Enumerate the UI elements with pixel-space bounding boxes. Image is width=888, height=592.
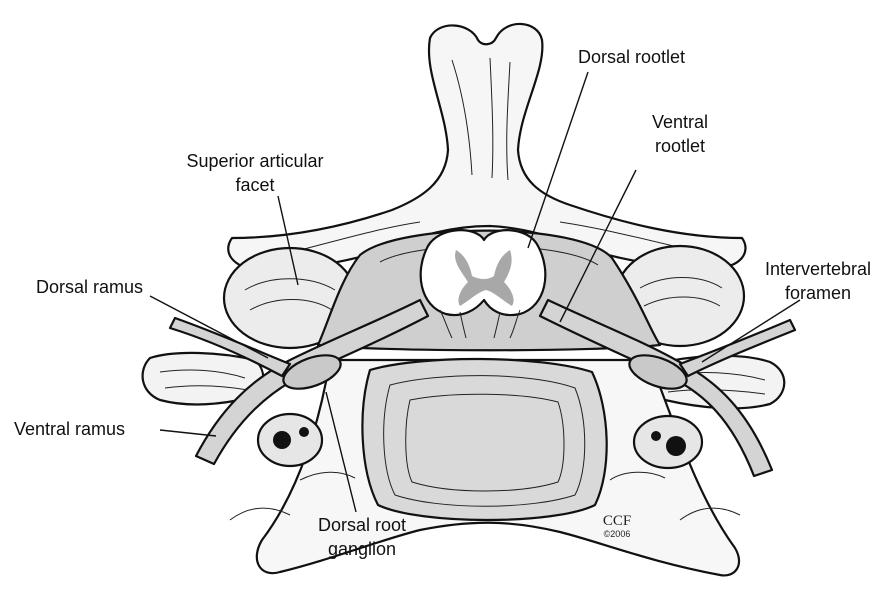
label-ventral-rootlet-line1: Ventral bbox=[652, 112, 708, 132]
intervertebral-disc bbox=[362, 359, 606, 520]
right-transverse-foramen bbox=[634, 416, 702, 468]
leader-ventral-ramus bbox=[160, 430, 216, 436]
label-intervertebral-foramen-line1: Intervertebral bbox=[765, 259, 871, 279]
label-ventral-rootlet-line2: rootlet bbox=[655, 136, 705, 156]
label-ventral-ramus: Ventral ramus bbox=[14, 419, 125, 439]
label-superior-articular-facet-line1: Superior articular bbox=[186, 151, 323, 171]
label-intervertebral-foramen-line2: foramen bbox=[785, 283, 851, 303]
ccf-signature-mark: CCF bbox=[603, 513, 631, 529]
label-dorsal-root-ganglion-line2: ganglion bbox=[328, 539, 396, 559]
left-transverse-foramen bbox=[258, 414, 322, 466]
label-dorsal-ramus: Dorsal ramus bbox=[36, 277, 143, 297]
spinal-cord bbox=[421, 230, 546, 315]
ccf-signature-year: ©2006 bbox=[604, 529, 631, 539]
label-superior-articular-facet-line2: facet bbox=[235, 175, 274, 195]
label-dorsal-rootlet: Dorsal rootlet bbox=[578, 47, 685, 67]
label-dorsal-root-ganglion-line1: Dorsal root bbox=[318, 515, 406, 535]
